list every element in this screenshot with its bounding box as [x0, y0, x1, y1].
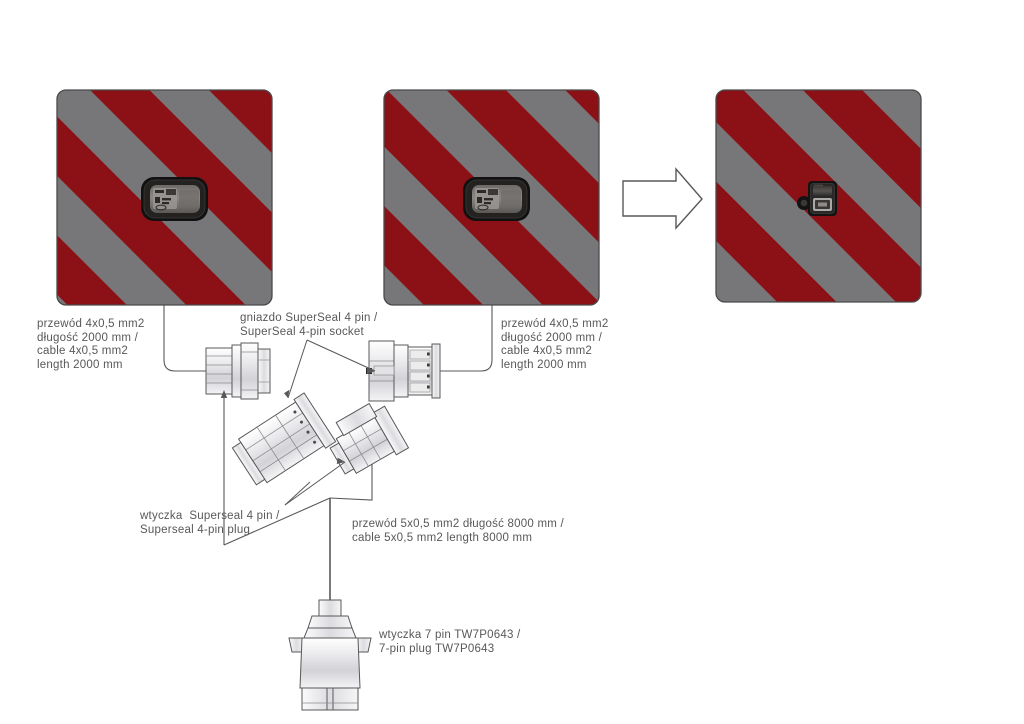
- wire-paths: [163, 305, 493, 608]
- superseal-plug-4pin: [231, 392, 337, 486]
- leader-arrowheads: [220, 367, 375, 464]
- flow-arrow: [622, 167, 703, 230]
- label-superseal-plug: wtyczka Superseal 4 pin / Superseal 4-pi…: [140, 510, 280, 536]
- superseal-socket-right: [366, 340, 441, 402]
- oval-lamp-left: [141, 177, 208, 221]
- warning-board-right: [715, 89, 922, 303]
- label-superseal-socket: gniazdo SuperSeal 4 pin / SuperSeal 4-pi…: [240, 312, 378, 338]
- label-plug-7pin: wtyczka 7 pin TW7P0643 / 7-pin plug TW7P…: [379, 629, 521, 655]
- warning-board-middle: [383, 89, 600, 306]
- label-cable-right: przewód 4x0,5 mm2 długość 2000 mm / cabl…: [501, 318, 609, 371]
- warning-board-left: [56, 89, 273, 306]
- superseal-plug-angled: [329, 402, 410, 475]
- label-cable-left: przewód 4x0,5 mm2 długość 2000 mm / cabl…: [37, 318, 145, 371]
- leader-lines: [284, 339, 376, 506]
- compact-lamp-right: [797, 181, 837, 216]
- superseal-socket-left: [205, 342, 271, 400]
- label-cable-main: przewód 5x0,5 mm2 długość 8000 mm / cabl…: [352, 518, 564, 544]
- oval-lamp-middle: [463, 177, 530, 221]
- plug-7pin-tw7p0643: [288, 599, 372, 711]
